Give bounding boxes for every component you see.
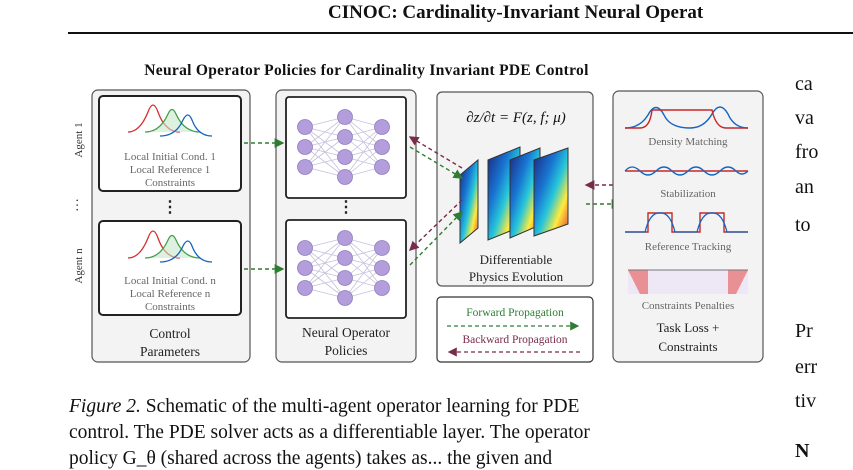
backward-arrow-policy-n	[408, 199, 463, 251]
stabilization-curves	[624, 166, 749, 176]
legend-box	[436, 296, 594, 363]
side-text-1: ca	[795, 73, 813, 95]
neural-network-1	[297, 109, 390, 185]
agent-1-side-label: Agent 1	[73, 122, 85, 157]
caption-label: Figure 2.	[69, 396, 141, 417]
task-loss-line1: Task Loss +	[657, 320, 720, 335]
side-text-6: Pr	[795, 320, 813, 342]
network-edge	[344, 126, 383, 158]
task-stabilization: Stabilization	[660, 188, 716, 200]
agent-n-line1: Local Initial Cond. n	[124, 275, 216, 287]
agent-side-ellipsis: ···	[71, 198, 86, 212]
network-edge	[344, 247, 383, 299]
density-matching-curves	[624, 106, 749, 129]
network-node	[337, 290, 353, 306]
side-text-8: tiv	[795, 390, 817, 412]
network-node	[374, 260, 390, 276]
network-edge	[344, 267, 383, 299]
network-node	[297, 159, 313, 175]
target-curve	[159, 114, 213, 137]
network-node	[374, 280, 390, 296]
task-loss-panel	[612, 90, 764, 363]
network-edge	[304, 237, 346, 269]
reference-tracking-curves	[625, 212, 748, 233]
caption-text-1: Schematic of the multi-agent operator le…	[145, 396, 580, 417]
physics-line2: Physics Evolution	[469, 269, 564, 284]
network-node	[337, 149, 353, 165]
physics-line1: Differentiable	[480, 252, 553, 267]
caption-line-2: control. The PDE solver acts as a differ…	[69, 422, 590, 443]
agent-1-line1: Local Initial Cond. 1	[124, 151, 216, 163]
network-edge	[304, 116, 346, 168]
network-node	[297, 280, 313, 296]
network-edge	[304, 116, 346, 148]
task-reference-tracking: Reference Tracking	[645, 241, 732, 253]
control-params-line1: Control	[149, 326, 191, 341]
field-snapshots	[459, 146, 569, 245]
network-edge	[304, 136, 346, 168]
network-node	[337, 129, 353, 145]
task-loss-line2: Constraints	[658, 339, 717, 354]
constraints-penalties-shape	[628, 269, 748, 294]
task-constraints-penalties: Constraints Penalties	[642, 300, 735, 312]
network-node	[337, 230, 353, 246]
side-text-7: err	[795, 356, 818, 378]
network-node	[374, 240, 390, 256]
task-density-matching: Density Matching	[648, 136, 728, 148]
agent-n-line3: Constraints	[145, 301, 195, 313]
legend-forward: Forward Propagation	[466, 307, 564, 319]
vertical-ellipsis: ⋮	[162, 199, 178, 216]
network-node	[374, 139, 390, 155]
legend-backward: Backward Propagation	[462, 334, 567, 346]
control-params-line2: Parameters	[140, 344, 200, 359]
network-node	[374, 119, 390, 135]
agent-n-box	[98, 220, 242, 316]
network-node	[297, 139, 313, 155]
network-node	[337, 250, 353, 266]
side-text-5: to	[795, 214, 811, 236]
figure-title: Neural Operator Policies for Cardinality…	[144, 62, 589, 79]
forward-arrow-policy-1	[409, 146, 464, 179]
side-text-4: an	[795, 176, 814, 198]
network-node	[337, 109, 353, 125]
running-header-title: CINOC: Cardinality-Invariant Neural Oper…	[328, 2, 704, 23]
network-node	[374, 159, 390, 175]
network-node	[297, 260, 313, 276]
caption-line-1: Figure 2. Schematic of the multi-agent o…	[69, 396, 579, 418]
caption-line-3: policy G_θ (shared across the agents) ta…	[69, 448, 553, 469]
neural-network-n	[297, 230, 390, 306]
side-text-9: N	[795, 440, 810, 462]
policies-line2: Policies	[325, 343, 368, 358]
header-rule	[68, 32, 853, 34]
agent-n-side-label: Agent n	[73, 248, 85, 284]
agent-1-line2: Local Reference 1	[130, 164, 211, 176]
side-text-3: fro	[795, 141, 819, 163]
network-edge	[304, 237, 346, 289]
network-node	[337, 270, 353, 286]
network-edge	[304, 257, 346, 289]
agent-1-line3: Constraints	[145, 177, 195, 189]
network-edge	[344, 126, 383, 178]
network-edge	[344, 247, 383, 279]
network-node	[297, 240, 313, 256]
network-edge	[344, 146, 383, 178]
policies-line1: Neural Operator	[302, 325, 391, 340]
agent-1-box	[98, 95, 242, 192]
schematic-figure: Local Initial Cond. 1 Local Reference 1 …	[71, 89, 764, 363]
agent-n-line2: Local Reference n	[130, 288, 211, 300]
pde-equation: ∂z/∂t = F(z, f; μ)	[466, 110, 566, 126]
backward-arrow-policy-1	[408, 136, 463, 169]
reference-curve	[144, 108, 201, 133]
network-node	[337, 169, 353, 185]
network-ellipsis: ⋮	[338, 199, 354, 216]
network-node	[297, 119, 313, 135]
side-text-2: va	[795, 107, 814, 129]
forward-arrow-policy-n	[409, 211, 463, 266]
